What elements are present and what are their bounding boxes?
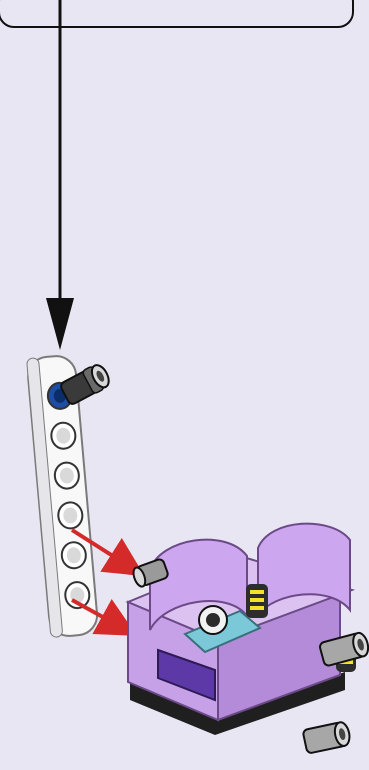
spring-upper (246, 584, 268, 618)
beam-hole-4 (57, 501, 83, 529)
arrow-down-icon (46, 0, 74, 350)
lavender-block-assembly (128, 524, 369, 754)
beam-hole-5 (61, 541, 87, 569)
beam-hole-3 (54, 462, 80, 490)
beam-hole-2 (50, 422, 76, 450)
pin-bottom (303, 721, 352, 754)
socket-left (199, 606, 227, 634)
